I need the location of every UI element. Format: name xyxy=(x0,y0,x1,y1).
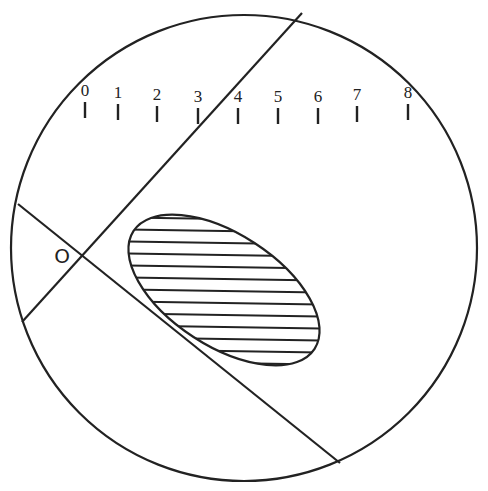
hatch-stroke xyxy=(100,229,350,233)
scale-number: 3 xyxy=(194,88,203,105)
scale-number: 6 xyxy=(314,88,323,105)
hatch-stroke xyxy=(100,253,350,257)
hatch-stroke xyxy=(100,265,350,269)
scale-number: 5 xyxy=(274,88,283,105)
field-label: O xyxy=(54,246,70,266)
hatch-stroke xyxy=(100,337,350,341)
hatch-stroke xyxy=(100,361,350,365)
specimen-cell xyxy=(103,184,345,396)
hatch-stroke xyxy=(100,217,350,221)
scale-ticks xyxy=(85,102,408,124)
hatch-stroke xyxy=(100,313,350,317)
hatch-stroke xyxy=(100,373,350,377)
hatch-stroke xyxy=(100,289,350,293)
scale-number: 4 xyxy=(234,88,243,105)
crosshair-line xyxy=(22,13,302,322)
scale-number: 2 xyxy=(153,86,162,103)
scale-number: 1 xyxy=(114,84,123,101)
hatch-stroke xyxy=(100,205,350,209)
hatch-stroke xyxy=(100,241,350,245)
field-circle xyxy=(11,15,477,481)
scale-number: 0 xyxy=(81,82,90,99)
hatch-stroke xyxy=(100,325,350,329)
scale-number: 7 xyxy=(353,86,362,103)
scale-number: 8 xyxy=(404,84,413,101)
